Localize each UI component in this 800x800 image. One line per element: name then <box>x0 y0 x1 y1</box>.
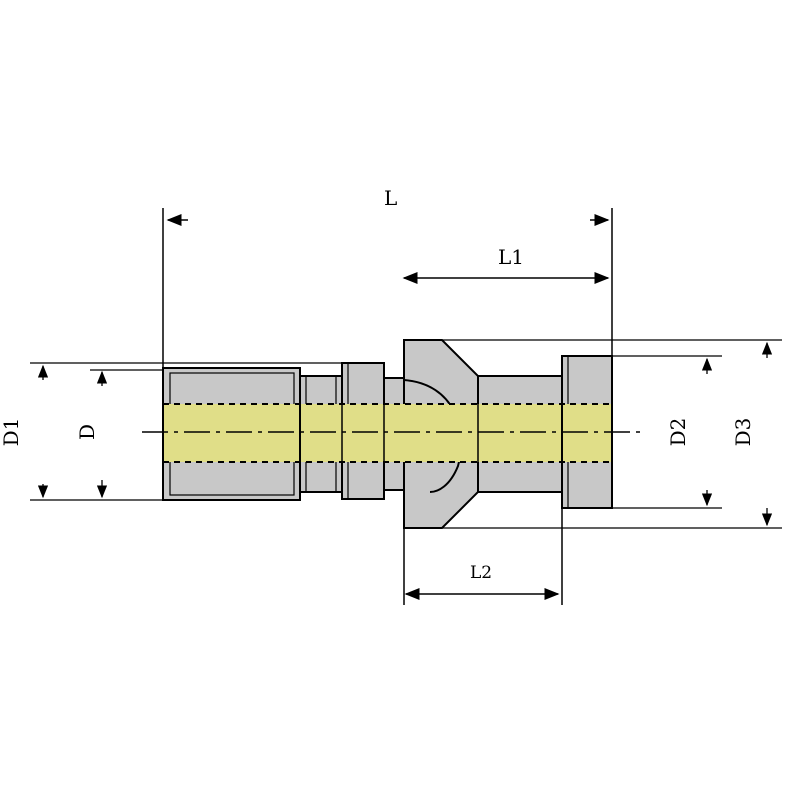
bore-fill <box>163 404 612 462</box>
dim-L2: L2 <box>403 508 563 605</box>
label-L1: L1 <box>498 245 524 269</box>
dim-L1: L1 <box>402 245 610 284</box>
dim-D2: D2 <box>562 355 722 509</box>
label-L: L <box>384 186 397 210</box>
dim-D1: D1 <box>0 362 342 501</box>
label-D: D <box>75 424 99 440</box>
dim-D3: D3 <box>404 339 782 529</box>
label-L2: L2 <box>470 563 492 583</box>
label-D2: D2 <box>666 418 690 447</box>
dim-D: D <box>75 369 163 499</box>
dim-L: L <box>162 186 613 370</box>
label-D3: D3 <box>731 418 755 447</box>
coolant-bore <box>162 403 613 463</box>
label-D1: D1 <box>0 418 23 447</box>
